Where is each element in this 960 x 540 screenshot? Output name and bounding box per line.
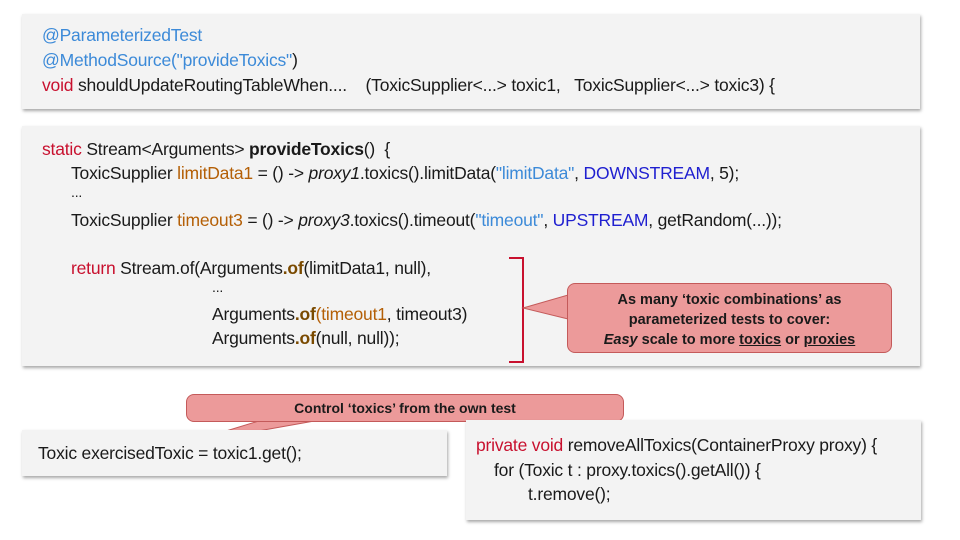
toxics-text: toxics (739, 332, 782, 348)
string-literal: "provideToxics" (176, 50, 293, 70)
code-line-ellipsis-2: ... (212, 279, 224, 295)
code-line-remove: t.remove(); (528, 484, 611, 504)
toxic-combinations-callout: As many ‘toxic combinations’ as paramete… (567, 283, 892, 353)
method-end: () { (363, 139, 391, 159)
code-line-method-signature: void shouldUpdateRoutingTableWhen.... (T… (42, 75, 775, 96)
code-line-limitdata: ToxicSupplier limitData1 = () -> proxy1.… (71, 163, 739, 184)
code-line-arguments-null: Arguments.of(null, null)); (212, 328, 400, 349)
method-signature: removeAllToxics(ContainerProxy proxy) { (563, 435, 878, 455)
callout-line-3: Easy scale to more toxics or proxies (568, 330, 891, 350)
code-line-exercised-toxic: Toxic exercisedToxic = toxic1.get(); (38, 443, 302, 463)
lambda: = () -> (242, 210, 299, 230)
type-name: ToxicSupplier (71, 210, 178, 230)
call-chain: .toxics().timeout( (349, 210, 476, 230)
control-toxics-callout: Control ‘toxics’ from the own test (186, 394, 624, 422)
keyword-void: void (42, 75, 74, 95)
bracket-connector (521, 294, 569, 320)
code-line-return: return Stream.of(Arguments.of(limitData1… (71, 258, 431, 279)
code-line-arguments-timeout: Arguments.of(timeout1, timeout3) (212, 304, 467, 325)
type-name: ToxicSupplier (71, 163, 178, 183)
of-method: .of (294, 304, 316, 324)
string-literal: "timeout" (475, 210, 544, 230)
annotation-code-box: @ParameterizedTest @MethodSource("provid… (22, 14, 920, 109)
exercised-toxic-box: Toxic exercisedToxic = toxic1.get(); (22, 430, 447, 476)
call-end: , getRandom(...)); (648, 210, 782, 230)
keyword-private-void: private void (476, 435, 564, 455)
code-line-remove-all-toxics: private void removeAllToxics(ContainerPr… (476, 435, 877, 456)
string-literal: "limitData" (495, 163, 575, 183)
code-line-method-source: @MethodSource("provideToxics") (42, 50, 298, 71)
scale-text: scale to more (637, 332, 740, 348)
arguments-class: Arguments (212, 304, 295, 324)
call-end: , 5); (709, 163, 739, 183)
code-line-parameterized-test: @ParameterizedTest (42, 25, 202, 46)
signature-text: shouldUpdateRoutingTableWhen.... (ToxicS… (73, 75, 775, 95)
code-line-method-declaration: static Stream<Arguments> provideToxics()… (42, 139, 390, 160)
call-chain: .toxics().limitData( (359, 163, 496, 183)
code-line-timeout: ToxicSupplier timeout3 = () -> proxy3.to… (71, 210, 782, 231)
method-name: provideToxics (249, 139, 364, 159)
provide-toxics-code-box: static Stream<Arguments> provideToxics()… (22, 126, 920, 366)
code-line-ellipsis: ... (71, 184, 83, 200)
annotation-text: @ParameterizedTest (42, 25, 203, 45)
keyword-return: return (71, 258, 116, 278)
comma: , (543, 210, 553, 230)
args: (limitData1, null), (303, 258, 431, 278)
variable-name: timeout3 (177, 210, 243, 230)
keyword-static: static (42, 139, 82, 159)
stream-of: Stream.of(Arguments (115, 258, 283, 278)
args: , timeout3) (386, 304, 468, 324)
variable-name: (timeout1 (315, 304, 387, 324)
proxy-name: proxy3 (298, 210, 350, 230)
arguments-class: Arguments (212, 328, 295, 348)
constant-name: DOWNSTREAM (583, 163, 711, 183)
callout-line-1: As many ‘toxic combinations’ as (617, 292, 842, 308)
lambda: = () -> (252, 163, 309, 183)
easy-text: Easy (603, 332, 638, 348)
remove-all-toxics-box: private void removeAllToxics(ContainerPr… (466, 420, 921, 520)
red-bracket (509, 257, 524, 363)
proxies-text: proxies (803, 332, 856, 348)
return-type: Stream<Arguments> (81, 139, 250, 159)
code-line-for-loop: for (Toxic t : proxy.toxics().getAll()) … (494, 460, 761, 480)
comma: , (574, 163, 584, 183)
of-method: .of (294, 328, 316, 348)
variable-name: limitData1 (177, 163, 253, 183)
args: (null, null)); (315, 328, 400, 348)
control-toxics-text: Control ‘toxics’ from the own test (294, 400, 516, 416)
callout-line-2: parameterized tests to cover: (628, 312, 831, 328)
proxy-name: proxy1 (308, 163, 361, 183)
or-text: or (781, 332, 804, 348)
annotation-name: @MethodSource( (42, 50, 177, 70)
constant-name: UPSTREAM (552, 210, 649, 230)
of-method: .of (282, 258, 304, 278)
paren: ) (292, 50, 298, 70)
